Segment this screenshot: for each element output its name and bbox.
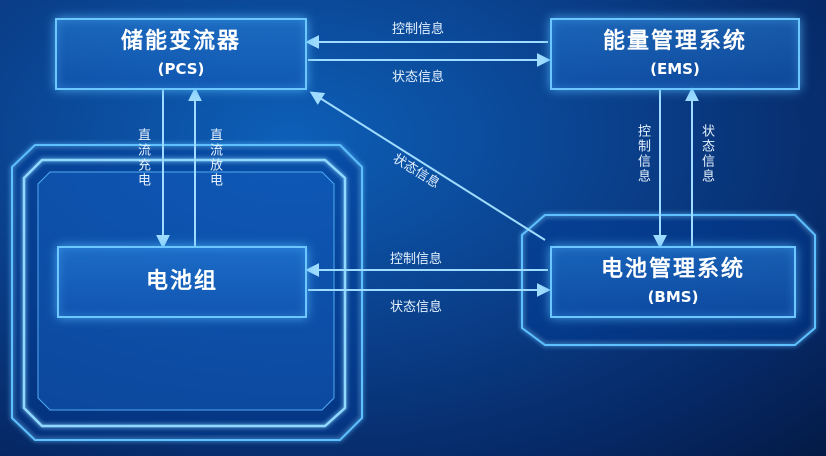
- pcs-title: 储能变流器: [120, 29, 241, 54]
- battery-title: 电池组: [145, 269, 218, 294]
- label-pcs-to-ems: 状态信息: [392, 70, 445, 85]
- bms-subtitle: (BMS): [647, 288, 699, 306]
- label-battery-to-bms: 状态信息: [390, 300, 443, 315]
- label-ems-to-pcs: 控制信息: [392, 22, 445, 37]
- pcs-node: 储能变流器 (PCS): [55, 18, 307, 90]
- ems-subtitle: (EMS): [650, 60, 700, 78]
- ems-title: 能量管理系统: [602, 29, 747, 54]
- ems-node: 能量管理系统 (EMS): [550, 18, 800, 90]
- label-bms-to-battery: 控制信息: [390, 252, 443, 267]
- battery-node: 电池组: [57, 246, 307, 318]
- label-battery-to-pcs: 直流放电: [207, 128, 222, 188]
- battery-zone-inner-frame: [22, 158, 347, 428]
- arrow-bms-to-pcs: [309, 91, 546, 241]
- bms-title: 电池管理系统: [600, 257, 745, 282]
- label-ems-to-bms: 控制信息: [635, 124, 650, 184]
- label-bms-to-ems: 状态信息: [699, 124, 714, 184]
- pcs-subtitle: (PCS): [157, 60, 205, 78]
- bms-node: 电池管理系统 (BMS): [550, 246, 796, 318]
- label-pcs-to-battery: 直流充电: [135, 128, 150, 188]
